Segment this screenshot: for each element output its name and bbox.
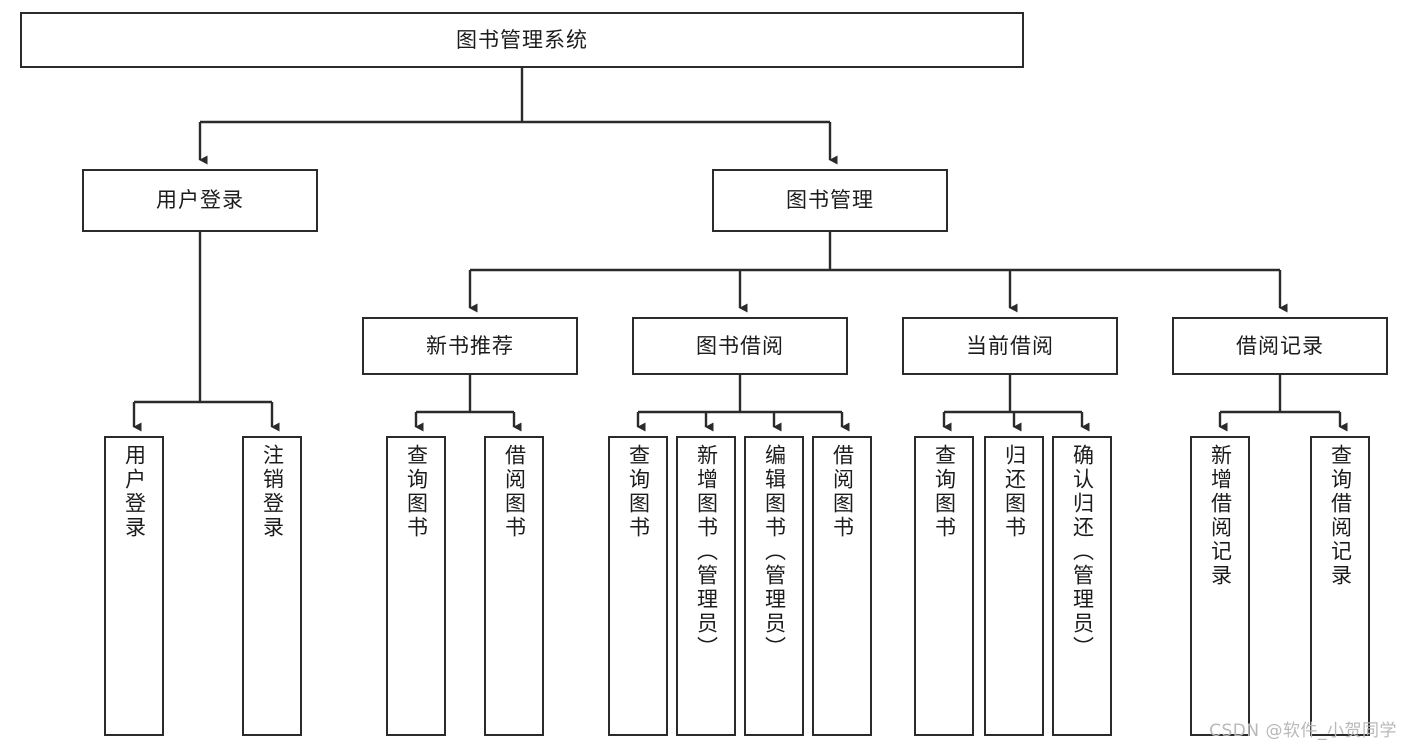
- node-label-leaf-borrow-book-2: 借阅图书: [830, 444, 855, 540]
- node-label-book-borrow: 图书借阅: [696, 333, 784, 358]
- node-label-leaf-borrow-book-1: 借阅图书: [502, 444, 527, 540]
- node-label-leaf-user-login: 用户登录: [122, 444, 147, 540]
- node-label-current-borrow: 当前借阅: [966, 333, 1054, 358]
- csdn-watermark: CSDN @软件_小贺同学: [1209, 721, 1397, 741]
- node-current-borrow[interactable]: 当前借阅: [902, 317, 1118, 375]
- node-label-leaf-edit-book: 编辑图书（管理员）: [762, 444, 787, 660]
- node-leaf-borrow-book-2[interactable]: 借阅图书: [812, 436, 872, 736]
- node-book-borrow[interactable]: 图书借阅: [632, 317, 848, 375]
- node-user-login[interactable]: 用户登录: [82, 169, 318, 232]
- node-label-leaf-query-book-2: 查询图书: [626, 444, 651, 540]
- node-label-leaf-add-record: 新增借阅记录: [1208, 444, 1233, 588]
- node-leaf-return-book[interactable]: 归还图书: [984, 436, 1044, 736]
- node-label-leaf-add-book: 新增图书（管理员）: [694, 444, 719, 660]
- node-label-leaf-user-logout: 注销登录: [260, 444, 285, 540]
- node-leaf-add-record[interactable]: 新增借阅记录: [1190, 436, 1250, 736]
- node-leaf-query-record[interactable]: 查询借阅记录: [1310, 436, 1370, 736]
- node-leaf-confirm-return[interactable]: 确认归还（管理员）: [1052, 436, 1112, 736]
- node-leaf-borrow-book-1[interactable]: 借阅图书: [484, 436, 544, 736]
- node-label-leaf-return-book: 归还图书: [1002, 444, 1027, 540]
- node-leaf-query-book-1[interactable]: 查询图书: [386, 436, 446, 736]
- node-leaf-query-book-2[interactable]: 查询图书: [608, 436, 668, 736]
- node-label-borrow-record: 借阅记录: [1236, 333, 1324, 358]
- node-label-leaf-confirm-return: 确认归还（管理员）: [1070, 444, 1095, 660]
- node-leaf-edit-book[interactable]: 编辑图书（管理员）: [744, 436, 804, 736]
- node-label-new-book-rec: 新书推荐: [426, 333, 514, 358]
- node-label-book-manage: 图书管理: [786, 188, 874, 213]
- node-book-manage[interactable]: 图书管理: [712, 169, 948, 232]
- node-root[interactable]: 图书管理系统: [20, 12, 1024, 68]
- node-borrow-record[interactable]: 借阅记录: [1172, 317, 1388, 375]
- node-new-book-rec[interactable]: 新书推荐: [362, 317, 578, 375]
- node-leaf-user-logout[interactable]: 注销登录: [242, 436, 302, 736]
- node-leaf-user-login[interactable]: 用户登录: [104, 436, 164, 736]
- node-label-user-login: 用户登录: [156, 188, 244, 213]
- node-leaf-query-book-3[interactable]: 查询图书: [914, 436, 974, 736]
- node-label-leaf-query-book-3: 查询图书: [932, 444, 957, 540]
- node-leaf-add-book[interactable]: 新增图书（管理员）: [676, 436, 736, 736]
- node-label-root: 图书管理系统: [456, 27, 588, 52]
- node-label-leaf-query-record: 查询借阅记录: [1328, 444, 1353, 588]
- node-label-leaf-query-book-1: 查询图书: [404, 444, 429, 540]
